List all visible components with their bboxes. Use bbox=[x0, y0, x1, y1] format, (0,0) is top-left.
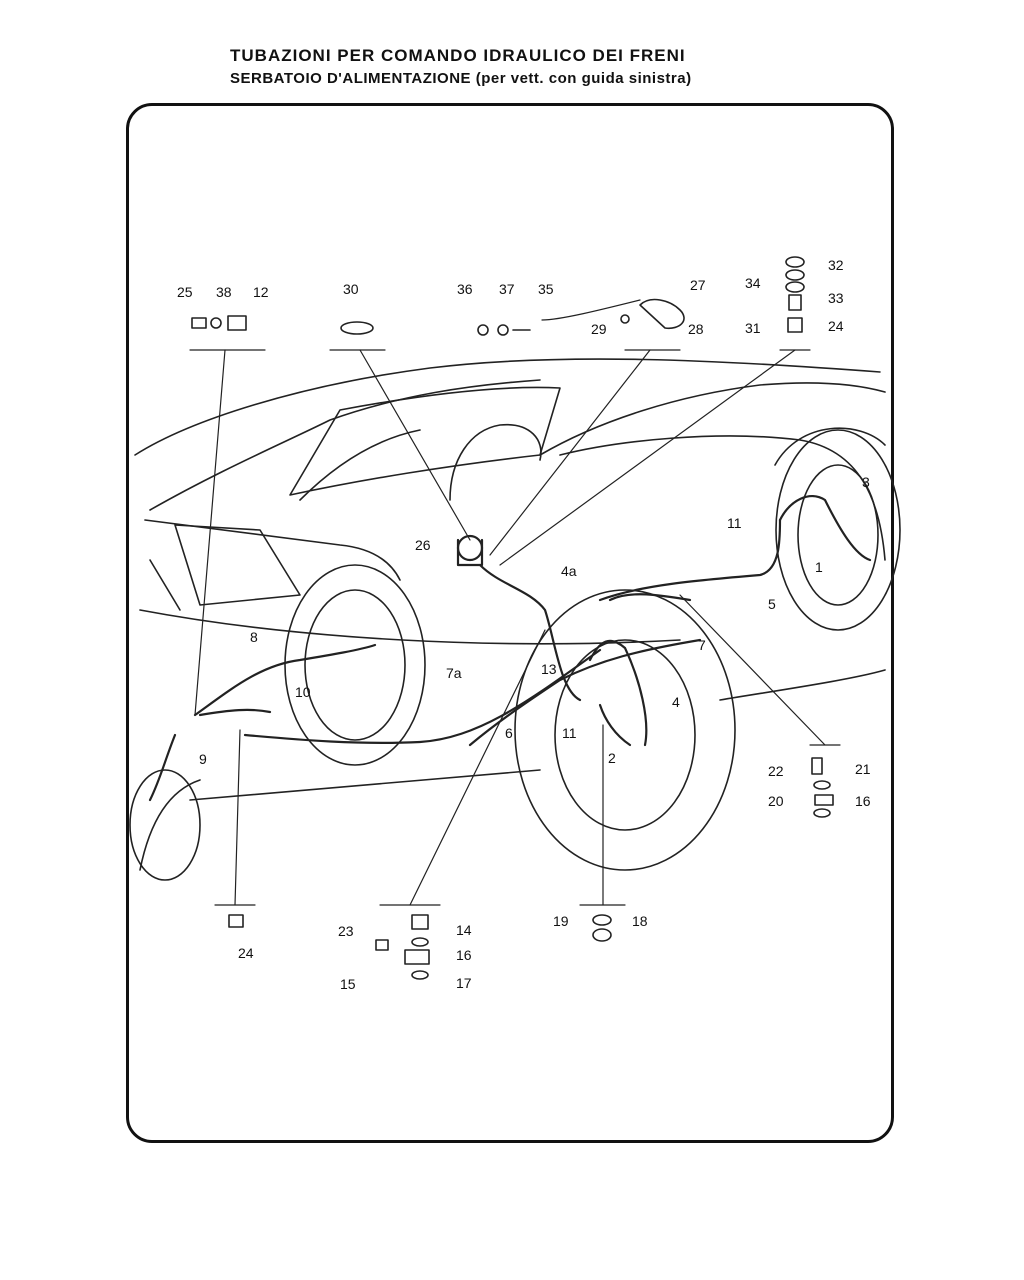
label-4: 4 bbox=[672, 694, 680, 710]
label-18: 18 bbox=[632, 913, 648, 929]
label-8: 8 bbox=[250, 629, 258, 645]
label-9: 9 bbox=[199, 751, 207, 767]
label-20: 20 bbox=[768, 793, 784, 809]
label-14: 14 bbox=[456, 922, 472, 938]
label-31: 31 bbox=[745, 320, 761, 336]
label-16-bottom: 16 bbox=[456, 947, 472, 963]
exploded-parts bbox=[191, 256, 834, 980]
label-24-top: 24 bbox=[828, 318, 844, 334]
label-29: 29 bbox=[591, 321, 607, 337]
label-4a: 4a bbox=[561, 563, 577, 579]
label-25: 25 bbox=[177, 284, 193, 300]
label-32: 32 bbox=[828, 257, 844, 273]
label-26: 26 bbox=[415, 537, 431, 553]
label-2: 2 bbox=[608, 750, 616, 766]
label-10: 10 bbox=[295, 684, 311, 700]
label-34: 34 bbox=[745, 275, 761, 291]
label-7: 7 bbox=[698, 637, 706, 653]
leader-lines bbox=[189, 299, 841, 906]
label-13: 13 bbox=[541, 661, 557, 677]
part-labels: 25 38 12 30 36 37 35 27 29 28 32 34 33 3… bbox=[177, 257, 871, 992]
label-1: 1 bbox=[815, 559, 823, 575]
diagram-subtitle: SERBATOIO D'ALIMENTAZIONE (per vett. con… bbox=[230, 70, 692, 87]
label-19: 19 bbox=[553, 913, 569, 929]
diagram-title: TUBAZIONI PER COMANDO IDRAULICO DEI FREN… bbox=[230, 46, 686, 65]
label-15: 15 bbox=[340, 976, 356, 992]
label-11-rear: 11 bbox=[727, 515, 742, 531]
brake-pipes bbox=[148, 494, 872, 802]
label-3: 3 bbox=[862, 474, 870, 490]
label-22: 22 bbox=[768, 763, 784, 779]
label-21: 21 bbox=[855, 761, 871, 777]
label-38: 38 bbox=[216, 284, 232, 300]
label-16-right: 16 bbox=[855, 793, 871, 809]
label-17: 17 bbox=[456, 975, 472, 991]
label-28: 28 bbox=[688, 321, 704, 337]
label-30: 30 bbox=[343, 281, 359, 297]
label-37: 37 bbox=[499, 281, 515, 297]
label-33: 33 bbox=[828, 290, 844, 306]
label-36: 36 bbox=[457, 281, 473, 297]
wheels bbox=[129, 429, 901, 881]
label-11-front: 11 bbox=[562, 725, 577, 741]
label-6: 6 bbox=[505, 725, 513, 741]
label-27: 27 bbox=[690, 277, 706, 293]
label-5: 5 bbox=[768, 596, 776, 612]
label-24-bottom: 24 bbox=[238, 945, 254, 961]
label-7a: 7a bbox=[446, 665, 462, 681]
label-23: 23 bbox=[338, 923, 354, 939]
diagram-frame bbox=[126, 103, 894, 1143]
label-35: 35 bbox=[538, 281, 554, 297]
label-12: 12 bbox=[253, 284, 269, 300]
